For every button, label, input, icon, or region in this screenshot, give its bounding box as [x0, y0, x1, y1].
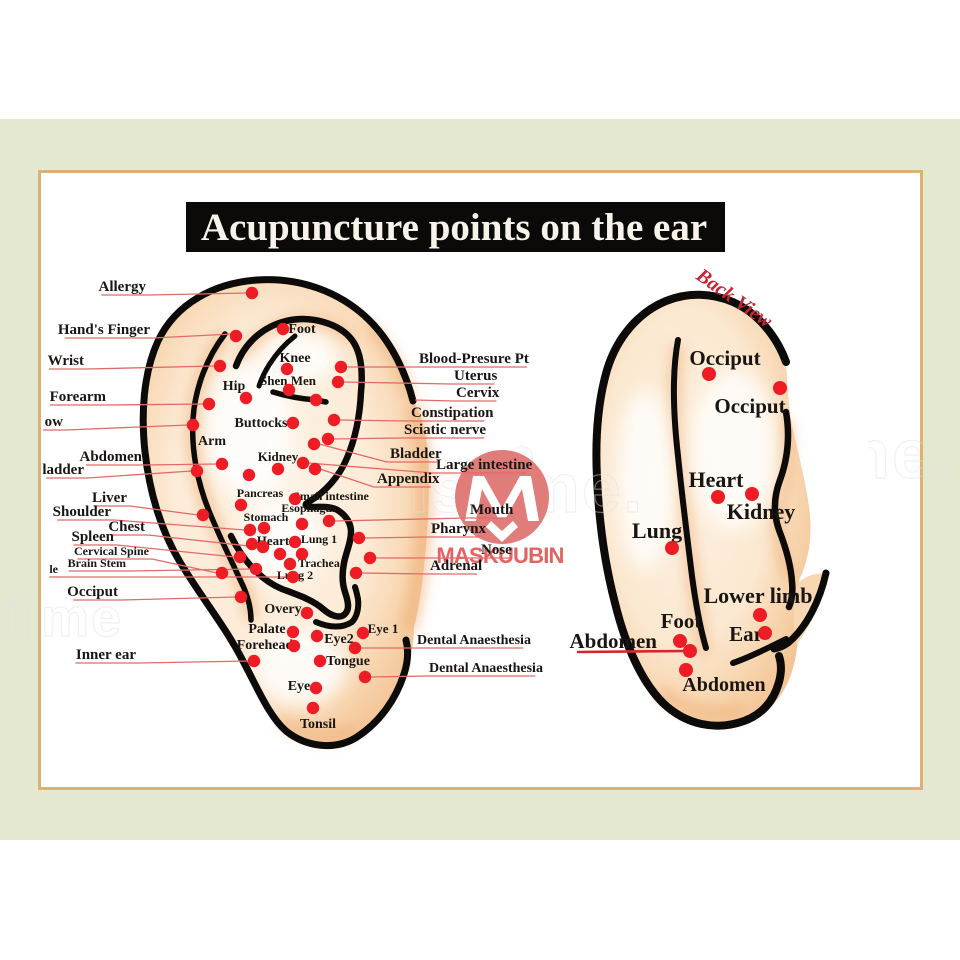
svg-text:Eye: Eye — [288, 679, 311, 694]
svg-text:Pharynx: Pharynx — [431, 521, 487, 537]
svg-text:Esophagus: Esophagus — [281, 501, 337, 515]
svg-text:Lung 1: Lung 1 — [301, 532, 337, 546]
svg-text:Eye2: Eye2 — [324, 632, 354, 647]
svg-text:Small intestine: Small intestine — [293, 489, 369, 503]
svg-text:Lung: Lung — [632, 518, 682, 543]
svg-text:Foot: Foot — [288, 322, 316, 337]
svg-text:Bladder: Bladder — [390, 446, 442, 462]
svg-text:Dental Anaesthesia: Dental Anaesthesia — [429, 661, 543, 676]
svg-text:Appendix: Appendix — [377, 471, 440, 487]
svg-text:MASKUUBIN: MASKUUBIN — [436, 543, 563, 568]
svg-text:Occiput: Occiput — [714, 394, 785, 418]
svg-text:Liver: Liver — [92, 490, 127, 506]
svg-text:Nose: Nose — [481, 542, 512, 558]
svg-text:Abdomen: Abdomen — [79, 449, 142, 465]
svg-text:Occiput: Occiput — [67, 584, 118, 600]
svg-text:Kidney: Kidney — [727, 499, 795, 524]
svg-text:Cervix: Cervix — [456, 385, 500, 401]
svg-text:Mouth: Mouth — [470, 502, 514, 518]
svg-text:Brain Stem: Brain Stem — [68, 556, 126, 570]
svg-text:Large intestine: Large intestine — [436, 457, 533, 473]
svg-text:Foot: Foot — [661, 609, 702, 633]
svg-text:Arm: Arm — [198, 434, 226, 449]
svg-text:Wrist: Wrist — [48, 353, 84, 369]
svg-text:Blood-Presure Pt: Blood-Presure Pt — [419, 351, 529, 367]
svg-text:Eye 1: Eye 1 — [368, 621, 399, 636]
svg-text:Chest: Chest — [108, 519, 145, 535]
svg-text:Heart: Heart — [689, 467, 745, 492]
svg-text:Acupuncture points on the ear: Acupuncture points on the ear — [201, 206, 707, 249]
svg-text:Allergy: Allergy — [99, 279, 147, 295]
svg-text:Palate: Palate — [248, 622, 285, 637]
svg-text:Forearm: Forearm — [50, 389, 107, 405]
svg-text:Buttocks: Buttocks — [235, 416, 288, 431]
svg-text:Overy: Overy — [264, 602, 301, 617]
svg-text:dreamstime.: dreamstime. — [520, 415, 954, 493]
svg-text:Stomach: Stomach — [244, 510, 289, 524]
svg-text:ladder: ladder — [42, 462, 84, 478]
svg-text:Tonsil: Tonsil — [300, 717, 336, 732]
svg-text:Hand's Finger: Hand's Finger — [58, 322, 150, 338]
svg-text:Sciatic nerve: Sciatic nerve — [404, 422, 486, 438]
svg-text:Constipation: Constipation — [411, 405, 494, 421]
svg-text:Inner ear: Inner ear — [76, 647, 136, 663]
svg-text:Spleen: Spleen — [71, 529, 114, 545]
svg-text:Occiput: Occiput — [689, 346, 760, 370]
svg-text:Trachea: Trachea — [298, 556, 340, 570]
svg-text:Lower limb: Lower limb — [704, 583, 813, 608]
svg-text:Pancreas: Pancreas — [237, 486, 284, 500]
svg-text:Dental Anaesthesia: Dental Anaesthesia — [417, 633, 531, 648]
svg-text:Adrenal: Adrenal — [430, 558, 482, 574]
svg-text:Shoulder: Shoulder — [53, 504, 112, 520]
svg-text:Uterus: Uterus — [454, 368, 497, 384]
svg-text:Abdomen: Abdomen — [569, 629, 657, 653]
svg-text:Abdomen: Abdomen — [682, 674, 765, 696]
svg-text:Tongue: Tongue — [326, 654, 370, 669]
svg-text:Hip: Hip — [223, 379, 246, 394]
svg-text:Knee: Knee — [279, 351, 310, 366]
svg-text:Kidney: Kidney — [258, 449, 299, 464]
svg-text:Shen Men: Shen Men — [260, 373, 317, 388]
svg-text:Cervical Spine: Cervical Spine — [74, 544, 150, 558]
svg-text:Ear: Ear — [729, 622, 763, 646]
svg-text:le: le — [49, 562, 58, 576]
svg-text:Forehead: Forehead — [237, 638, 294, 653]
svg-text:ow: ow — [45, 414, 64, 430]
svg-text:dreamstime: dreamstime — [0, 588, 123, 648]
